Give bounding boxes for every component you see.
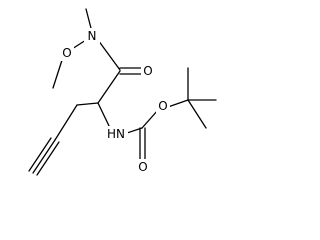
atom-label-carbamate-carbonyl-o: O	[138, 160, 147, 174]
atom-label-methoxy-o: O	[62, 46, 71, 60]
atom-label-amide-n: N	[88, 29, 97, 43]
bond-o-methyl	[52, 56, 64, 89]
chemical-structure: N O O HN O O	[28, 8, 217, 176]
bond-carbamate-ester-o	[141, 109, 159, 129]
bond-alkyne-2	[28, 137, 52, 172]
atom-label-ester-o: O	[158, 99, 167, 113]
atom-labels: N O O HN O O	[60, 28, 170, 175]
bond-alpha-ch2	[76, 102, 99, 106]
atom-label-carbamate-nh: HN	[107, 127, 125, 141]
bond-alkyne-1	[32, 139, 56, 174]
bond-alpha-nh	[97, 102, 112, 131]
bond-tbu-methyl-bottom	[187, 99, 207, 129]
bond-ch2-alkyne	[54, 104, 78, 141]
bond-alkyne-3	[36, 141, 60, 176]
bonds	[28, 8, 217, 176]
bond-ester-o-tbu	[167, 99, 189, 108]
atom-label-amide-carbonyl-o: O	[143, 64, 152, 78]
bond-carbonyl-alpha	[97, 70, 121, 104]
bond-n-o	[71, 39, 87, 50]
bond-n-carbonyl	[97, 39, 121, 71]
